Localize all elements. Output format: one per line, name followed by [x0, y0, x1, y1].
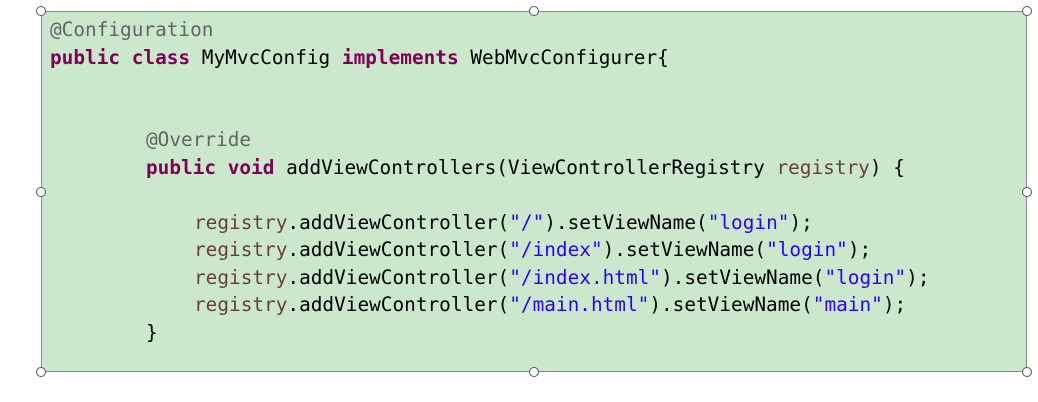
code-line-10: registry.addViewController("/index.html"…: [50, 264, 930, 292]
java-code-block: @Configuration public class MyMvcConfig i…: [50, 16, 930, 346]
code-line-5: @Override: [50, 126, 930, 154]
path-string: "/index": [509, 238, 603, 261]
selected-code-image[interactable]: @Configuration public class MyMvcConfig i…: [36, 6, 1032, 377]
path-string: "/main.html": [509, 293, 650, 316]
code-line-1: @Configuration: [50, 16, 930, 44]
top-right-resize-handle[interactable]: [1022, 6, 1032, 16]
registry-reference: registry: [194, 293, 288, 316]
view-name-string: "login": [707, 210, 790, 234]
path-string: "/": [509, 210, 545, 234]
parameter-name: registry: [776, 155, 870, 179]
add-view-controller-call: .addViewController(: [287, 265, 510, 289]
statement-end: );: [789, 210, 813, 234]
keyword-class: class: [131, 45, 191, 69]
registry-reference: registry: [194, 265, 288, 289]
view-name-string: "main": [812, 293, 883, 316]
bottom-left-resize-handle[interactable]: [36, 367, 46, 377]
code-line-3-blank: [50, 71, 930, 99]
keyword-public: public: [146, 155, 217, 179]
interface-name: WebMvcConfigurer{: [470, 45, 669, 69]
code-snippet-image: @Configuration public class MyMvcConfig i…: [41, 11, 1027, 372]
keyword-public: public: [50, 45, 121, 69]
add-view-controller-call: .addViewController(: [287, 210, 510, 234]
add-view-controller-call: .addViewController(: [287, 293, 510, 316]
override-annotation: @Override: [146, 128, 252, 151]
bottom-middle-resize-handle[interactable]: [529, 367, 539, 377]
statement-end: );: [906, 265, 930, 289]
code-line-12: }: [50, 319, 930, 347]
code-line-7-blank: [50, 181, 930, 209]
method-signature: addViewControllers(ViewControllerRegistr…: [286, 155, 765, 179]
middle-left-resize-handle[interactable]: [36, 186, 46, 197]
middle-right-resize-handle[interactable]: [1022, 186, 1032, 197]
keyword-void: void: [227, 155, 275, 179]
signature-close: ) {: [869, 155, 905, 179]
code-line-8: registry.addViewController("/").setViewN…: [50, 209, 930, 237]
set-view-name-call: ).setViewName(: [544, 210, 708, 234]
set-view-name-call: ).setViewName(: [660, 265, 825, 289]
set-view-name-call: ).setViewName(: [649, 293, 813, 316]
set-view-name-call: ).setViewName(: [602, 238, 767, 261]
code-line-4-blank: [50, 99, 930, 127]
configuration-annotation: @Configuration: [50, 18, 214, 41]
top-middle-resize-handle[interactable]: [529, 6, 539, 16]
code-line-6: public void addViewControllers(ViewContr…: [50, 154, 930, 182]
keyword-implements: implements: [341, 45, 459, 69]
registry-reference: registry: [194, 210, 288, 234]
add-view-controller-call: .addViewController(: [287, 238, 510, 261]
path-string: "/index.html": [509, 265, 661, 289]
class-name: MyMvcConfig: [201, 45, 331, 69]
bottom-right-resize-handle[interactable]: [1022, 367, 1032, 377]
closing-brace: }: [146, 320, 158, 344]
code-line-2: public class MyMvcConfig implements WebM…: [50, 44, 930, 72]
statement-end: );: [847, 238, 872, 261]
registry-reference: registry: [194, 238, 288, 261]
view-name-string: "login": [824, 265, 907, 289]
statement-end: );: [882, 293, 907, 316]
top-left-resize-handle[interactable]: [36, 6, 46, 16]
view-name-string: "login": [766, 238, 848, 261]
code-line-9: registry.addViewController("/index").set…: [50, 236, 930, 264]
code-line-11: registry.addViewController("/main.html")…: [50, 291, 930, 319]
